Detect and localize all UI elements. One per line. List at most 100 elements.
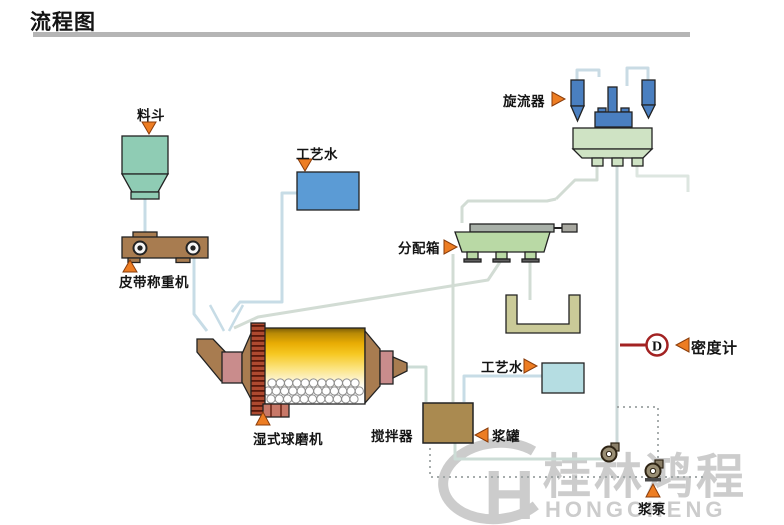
- label-markers: [122, 91, 690, 498]
- density-meter-marker: [674, 337, 690, 353]
- mill-bearing-left: [221, 351, 243, 384]
- distribution-box-leg: [495, 251, 508, 260]
- watermark-monogram: H: [484, 456, 535, 525]
- pipe-cyclone-top-right: [625, 66, 650, 86]
- cyclone-collector-leg: [631, 157, 644, 167]
- mill-feed-funnel: [208, 304, 245, 332]
- belt-weigher-foot-left: [127, 257, 141, 264]
- watermark-logo: H 桂林鸿程 HONGCHENG: [438, 437, 744, 525]
- pipe-water-to-agitator: [462, 374, 542, 402]
- pipe-water-to-mill: [230, 191, 297, 313]
- dotted-lines: [429, 406, 705, 478]
- grinding-ball: [350, 378, 360, 388]
- grinding-ball: [346, 386, 356, 396]
- title-rule: [33, 32, 690, 37]
- slurry-pump-marker: [645, 482, 661, 498]
- grinding-ball: [274, 394, 284, 404]
- belt-weigher-marker: [122, 259, 138, 273]
- grinding-ball: [284, 378, 294, 388]
- pipe-cyclone-top-left: [575, 68, 601, 80]
- pump-hub: [649, 467, 657, 475]
- grinding-ball: [300, 378, 310, 388]
- cyclone-marker: [551, 91, 567, 107]
- grinding-ball: [317, 378, 327, 388]
- density-meter-label: 密度计: [691, 340, 738, 357]
- grinding-ball: [275, 378, 285, 388]
- mill-gear-ring: [250, 322, 266, 416]
- mill-cone-right: [364, 329, 381, 405]
- slurry-pump-2: [644, 459, 664, 482]
- process-water-top-label: 工艺水: [296, 147, 338, 162]
- mill-drive-block: [262, 403, 290, 418]
- slurry-pump-1: [600, 442, 620, 463]
- grinding-ball: [266, 394, 276, 404]
- slurry-pump-label: 浆泵: [638, 502, 666, 517]
- grinding-ball: [325, 378, 335, 388]
- cyclone-distributor-bar: [594, 111, 633, 128]
- grinding-ball: [292, 378, 302, 388]
- grinding-ball: [342, 378, 352, 388]
- grinding-ball: [354, 386, 364, 396]
- grinding-ball: [316, 394, 326, 404]
- grinding-ball: [283, 394, 293, 404]
- cyclone-collector-cone: [571, 148, 654, 159]
- process-water-tank-top: [296, 171, 360, 211]
- pipe-mill-to-agitator: [405, 365, 428, 402]
- grinding-ball: [271, 386, 281, 396]
- pipe-agitator-to-pump: [453, 443, 610, 461]
- grinding-ball: [291, 394, 301, 404]
- hopper-label: 料斗: [137, 108, 165, 123]
- density-meter-symbol: D: [652, 340, 662, 355]
- cyclone-collector-leg: [591, 157, 604, 167]
- pipe-weigher-to-mill: [192, 258, 209, 332]
- grinding-ball: [299, 394, 309, 404]
- overflow-trough: [505, 294, 581, 334]
- process-water-bottom-label: 工艺水: [481, 360, 523, 375]
- grinding-ball: [329, 386, 339, 396]
- grinding-ball: [267, 378, 277, 388]
- grinding-ball: [307, 394, 318, 404]
- slurry-tank-label: 浆罐: [492, 429, 520, 444]
- dotted-riser-to-pump2: [617, 406, 659, 459]
- cyclone-left-body: [570, 79, 585, 107]
- belt-weigher-foot-right: [175, 257, 191, 264]
- process-water-tank-bottom: [541, 362, 585, 394]
- hopper-marker: [141, 121, 157, 135]
- pump-hub: [605, 450, 613, 458]
- watermark-latin: HONGCHENG: [545, 497, 726, 522]
- distribution-box-handle: [561, 223, 578, 233]
- grinding-ball: [304, 386, 315, 396]
- cyclone-cluster: [570, 79, 657, 167]
- cyclone-collector-leg: [611, 157, 624, 167]
- grinding-ball: [288, 386, 298, 396]
- pump-base: [645, 478, 661, 482]
- grinding-ball: [341, 394, 351, 404]
- pipe-collector-to-distbox: [460, 197, 557, 223]
- cyclone-collector-body: [572, 127, 653, 150]
- cyclone-label: 旋流器: [503, 94, 545, 109]
- grinding-ball: [338, 386, 348, 396]
- grinding-ball: [333, 378, 343, 388]
- grinding-ball: [332, 394, 342, 404]
- grinding-balls: [263, 378, 364, 404]
- grinding-ball: [324, 394, 334, 404]
- grinding-ball: [313, 386, 323, 396]
- grinding-ball: [349, 394, 359, 404]
- agitator-label: 搅拌器: [371, 429, 413, 444]
- distribution-box-body: [454, 231, 551, 253]
- hopper-body: [121, 135, 169, 175]
- process-water-top-marker: [297, 158, 313, 172]
- cyclone-left-cone: [570, 105, 585, 123]
- belt-weigher-label: 皮带称重机: [119, 275, 189, 290]
- mill-bearing-right: [379, 350, 394, 385]
- distribution-box-leg: [466, 251, 479, 260]
- ball-mill-marker: [255, 410, 271, 426]
- distribution-box-lid: [469, 223, 555, 233]
- grinding-ball: [308, 378, 319, 388]
- belt-weigher: [121, 231, 209, 264]
- process-water-bottom-marker: [523, 358, 539, 374]
- distribution-box-leg-base: [492, 258, 511, 263]
- cyclone-right-cone: [640, 104, 657, 120]
